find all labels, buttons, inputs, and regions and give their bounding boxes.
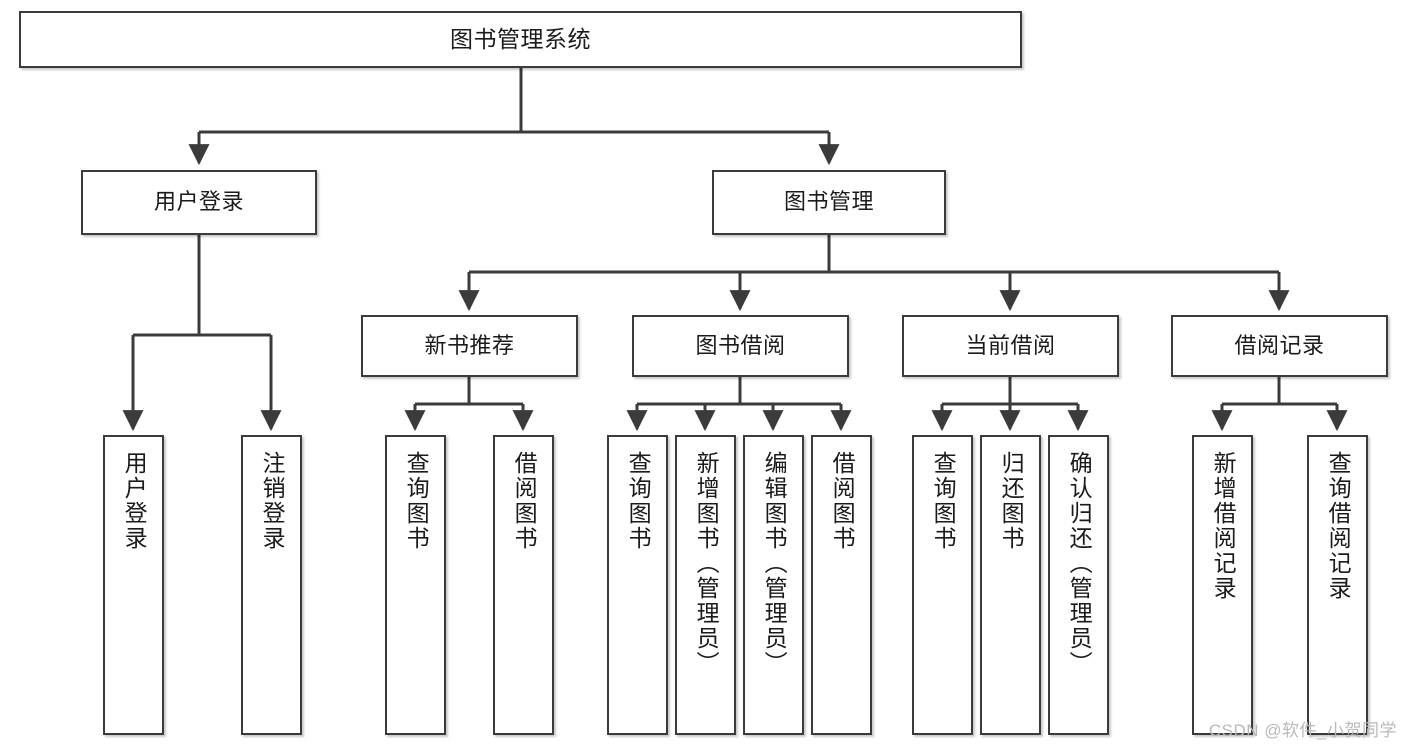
leaf-add-borrow-record[interactable]: 新增借阅记录: [1192, 435, 1253, 735]
leaf-borrow-book-label: 借阅图书: [829, 451, 856, 551]
leaf-return-book-label: 归还图书: [998, 451, 1025, 551]
leaf-query-borrow-record-label: 查询借阅记录: [1325, 451, 1352, 601]
node-root[interactable]: 图书管理系统: [19, 11, 1022, 68]
leaf-query-book-current-label: 查询图书: [930, 451, 957, 551]
node-new-book-recommend-label: 新书推荐: [424, 332, 515, 358]
leaf-logout-label: 注销登录: [259, 451, 286, 551]
leaf-query-borrow-record[interactable]: 查询借阅记录: [1307, 435, 1368, 735]
node-root-label: 图书管理系统: [450, 25, 591, 52]
leaf-logout[interactable]: 注销登录: [241, 435, 302, 735]
leaf-confirm-return-admin-label: 确认归还（管理员）: [1066, 451, 1093, 676]
node-user-login-label: 用户登录: [153, 189, 244, 215]
node-new-book-recommend[interactable]: 新书推荐: [361, 315, 578, 377]
leaf-query-book-current[interactable]: 查询图书: [912, 435, 973, 735]
leaf-borrow-book[interactable]: 借阅图书: [811, 435, 872, 735]
node-current-borrow-label: 当前借阅: [965, 332, 1056, 358]
leaf-query-book-new-label: 查询图书: [403, 451, 430, 551]
node-book-management[interactable]: 图书管理: [712, 170, 946, 235]
node-borrow-records-label: 借阅记录: [1234, 332, 1325, 358]
node-current-borrow[interactable]: 当前借阅: [902, 315, 1119, 377]
leaf-confirm-return-admin[interactable]: 确认归还（管理员）: [1048, 435, 1109, 735]
leaf-edit-book-admin-label: 编辑图书（管理员）: [761, 451, 788, 676]
leaf-user-login[interactable]: 用户登录: [103, 435, 164, 735]
node-book-borrow-label: 图书借阅: [695, 332, 786, 358]
leaf-add-borrow-record-label: 新增借阅记录: [1210, 451, 1237, 601]
leaf-return-book[interactable]: 归还图书: [980, 435, 1041, 735]
leaf-add-book-admin[interactable]: 新增图书（管理员）: [675, 435, 736, 735]
leaf-query-book-borrow-label: 查询图书: [625, 451, 652, 551]
leaf-user-login-label: 用户登录: [121, 451, 148, 551]
csdn-watermark: CSDN @软件_小贺同学: [1208, 721, 1397, 740]
leaf-edit-book-admin[interactable]: 编辑图书（管理员）: [743, 435, 804, 735]
leaf-query-book-new[interactable]: 查询图书: [385, 435, 446, 735]
leaf-query-book-borrow[interactable]: 查询图书: [607, 435, 668, 735]
node-user-login[interactable]: 用户登录: [81, 170, 317, 235]
leaf-add-book-admin-label: 新增图书（管理员）: [693, 451, 720, 676]
node-borrow-records[interactable]: 借阅记录: [1171, 315, 1388, 377]
node-book-management-label: 图书管理: [783, 189, 874, 215]
leaf-borrow-book-new[interactable]: 借阅图书: [493, 435, 554, 735]
node-book-borrow[interactable]: 图书借阅: [632, 315, 849, 377]
leaf-borrow-book-new-label: 借阅图书: [511, 451, 538, 551]
